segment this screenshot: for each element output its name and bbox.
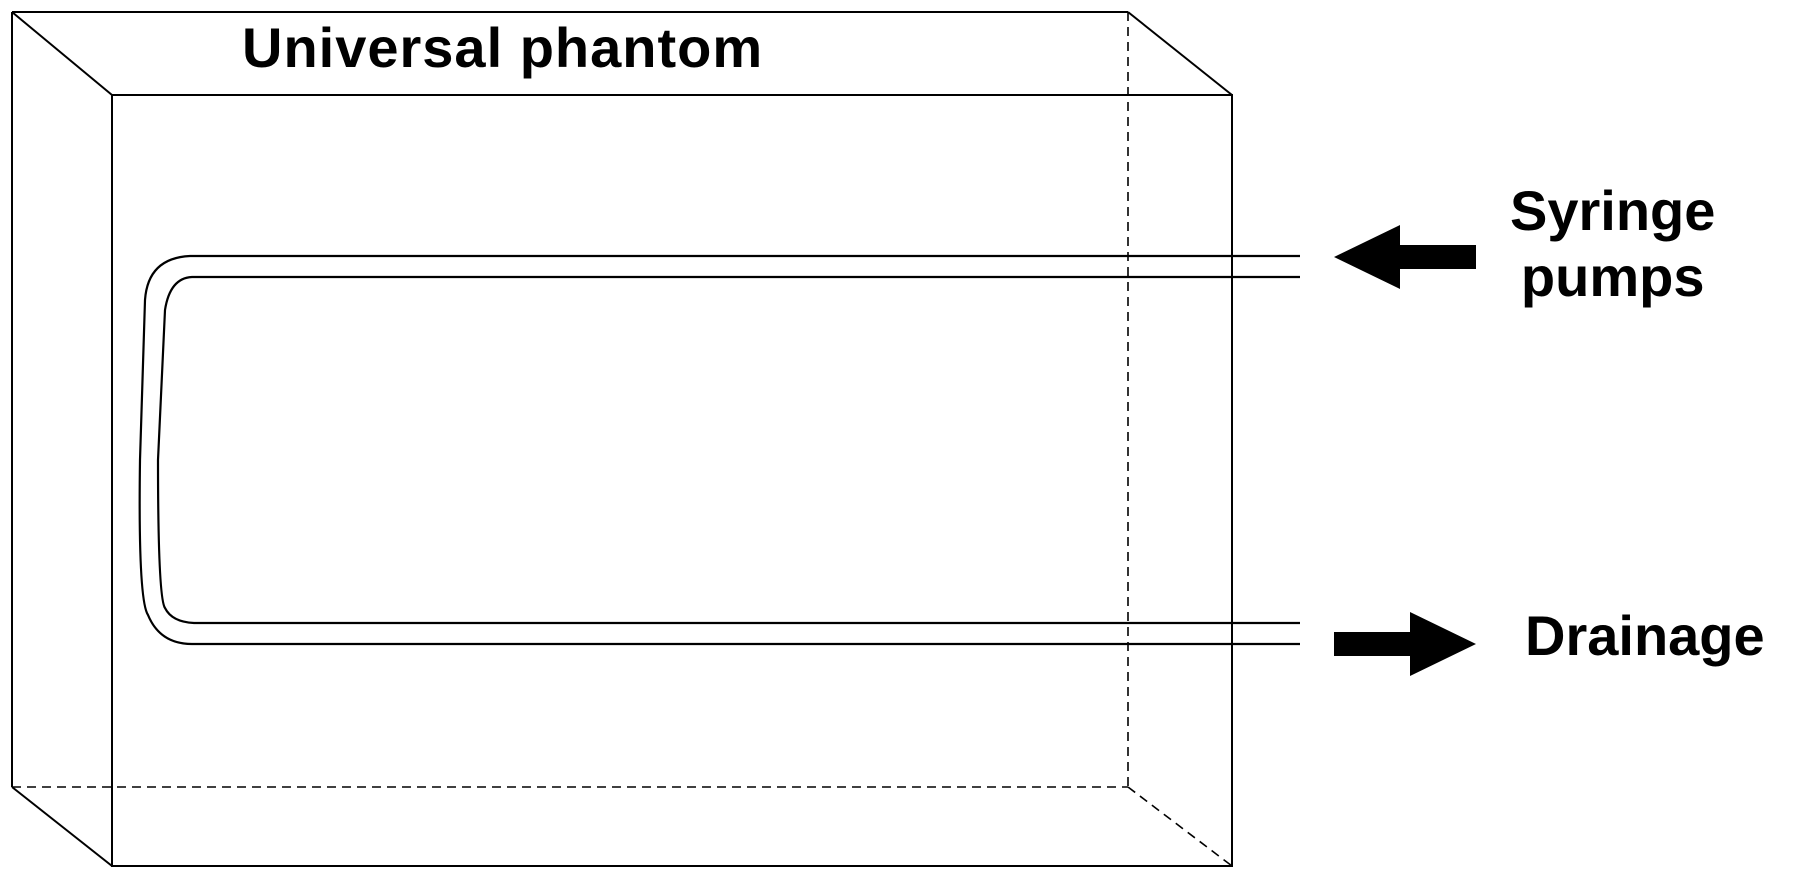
tube-outer-wall bbox=[138, 254, 1300, 646]
phantom-box bbox=[11, 11, 1233, 867]
arrow-right-icon bbox=[1334, 612, 1476, 676]
u-tube bbox=[138, 254, 1300, 646]
outlet-label: Drainage bbox=[1525, 604, 1765, 667]
box-bottom-right-depth-edge bbox=[1127, 786, 1233, 867]
box-top-left-depth-edge bbox=[11, 11, 113, 96]
arrow-left-icon bbox=[1334, 225, 1476, 289]
diagram-title: Universal phantom bbox=[242, 16, 764, 79]
tube-inner-wall bbox=[156, 275, 1300, 625]
inlet-label: Syringe pumps bbox=[1510, 178, 1715, 310]
box-front-face bbox=[111, 94, 1233, 867]
inlet-label-line2: pumps bbox=[1520, 245, 1705, 309]
inlet-label-line1: Syringe bbox=[1510, 179, 1716, 242]
box-top-right-depth-edge bbox=[1127, 11, 1233, 96]
box-bottom-left-depth-edge bbox=[11, 786, 113, 867]
